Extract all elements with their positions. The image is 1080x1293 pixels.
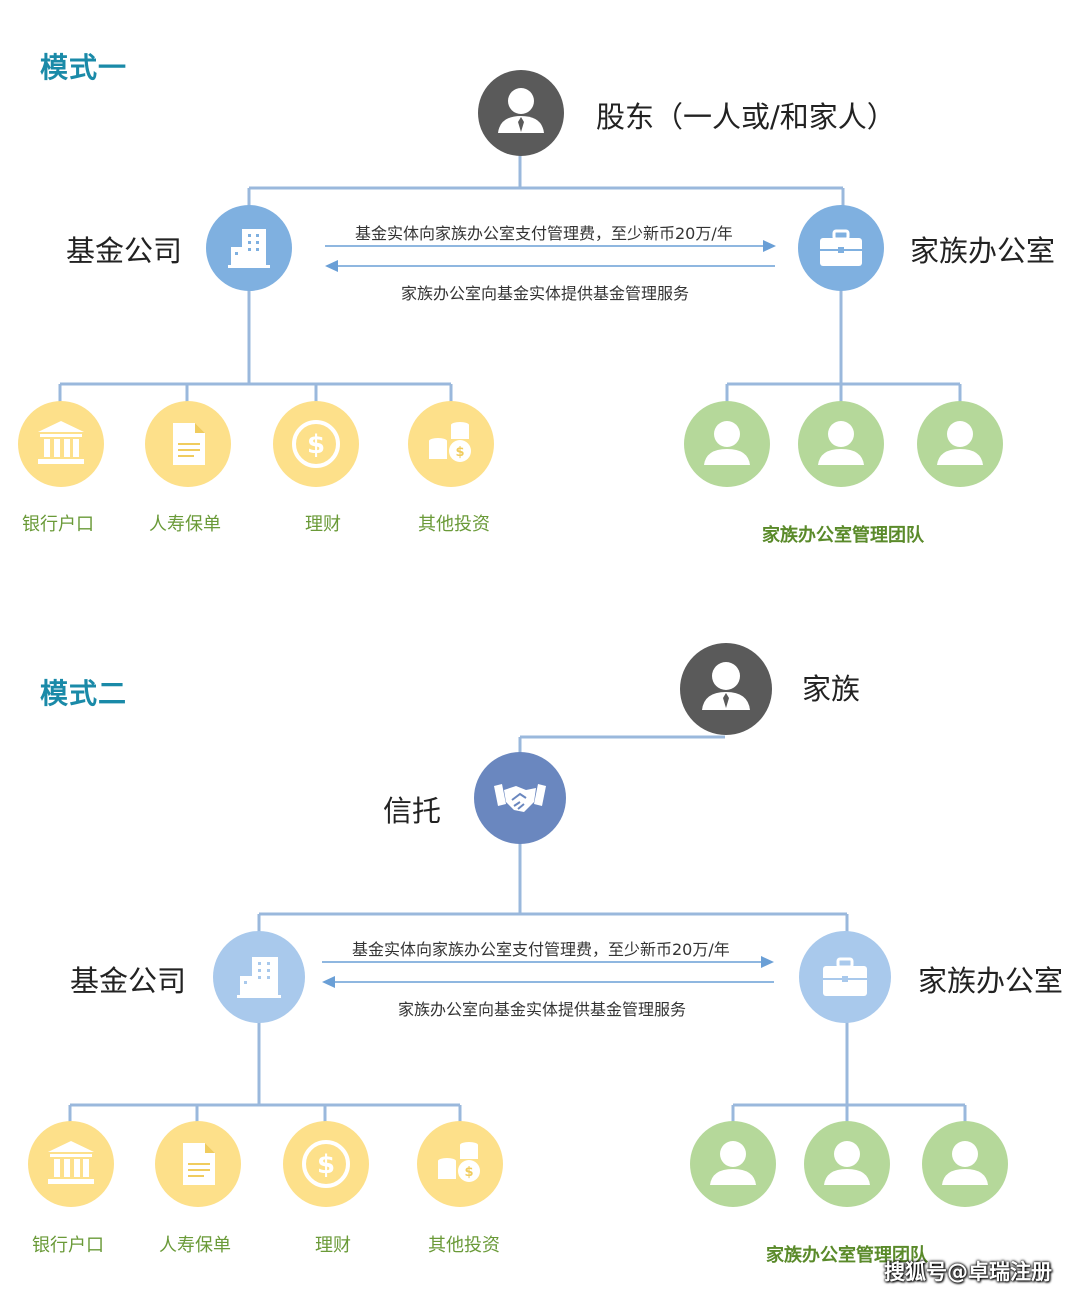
svg-text:$: $ bbox=[307, 430, 325, 460]
person-icon bbox=[680, 643, 772, 735]
family-office-label: 家族办公室 bbox=[910, 234, 1056, 268]
service-text-2: 家族办公室向基金实体提供基金管理服务 bbox=[398, 1000, 687, 1019]
document-icon bbox=[145, 401, 231, 487]
person-icon bbox=[478, 70, 564, 156]
insurance-node-2 bbox=[155, 1121, 241, 1211]
family-office-label-2: 家族办公室 bbox=[918, 964, 1064, 998]
other-investment-node-2: $ bbox=[417, 1121, 503, 1211]
mode1-title: 模式一 bbox=[40, 51, 128, 84]
mode2-title: 模式二 bbox=[40, 677, 128, 710]
asset-label-bank: 银行户口 bbox=[22, 514, 94, 535]
document-icon bbox=[155, 1121, 241, 1207]
building-icon bbox=[206, 205, 292, 291]
team-label: 家族办公室管理团队 bbox=[762, 525, 924, 546]
person-icon bbox=[684, 401, 770, 487]
handshake-icon bbox=[474, 752, 566, 844]
family-office-node bbox=[798, 205, 884, 295]
person-icon bbox=[917, 401, 1003, 487]
family-node bbox=[680, 643, 772, 739]
finance-node: $ bbox=[273, 401, 359, 491]
person-icon bbox=[804, 1121, 890, 1207]
asset-label-finance: 理财 bbox=[305, 514, 341, 535]
family-office-node-2 bbox=[799, 931, 891, 1027]
asset-label-finance-2: 理财 bbox=[315, 1235, 351, 1256]
fund-company-label: 基金公司 bbox=[66, 234, 183, 268]
team-member-1 bbox=[684, 401, 770, 491]
svg-text:$: $ bbox=[464, 1165, 473, 1180]
other-investment-node: $ bbox=[408, 401, 494, 491]
briefcase-icon bbox=[798, 205, 884, 291]
svg-text:$: $ bbox=[455, 445, 464, 460]
asset-label-investment: 其他投资 bbox=[418, 514, 490, 535]
coins-icon: $ bbox=[408, 401, 494, 487]
fund-company-label-2: 基金公司 bbox=[70, 964, 187, 998]
person-icon bbox=[922, 1121, 1008, 1207]
service-text: 家族办公室向基金实体提供基金管理服务 bbox=[401, 284, 690, 303]
fund-company-node-2 bbox=[213, 931, 305, 1027]
team-member-2 bbox=[798, 401, 884, 491]
trust-node bbox=[474, 752, 566, 848]
trust-label: 信托 bbox=[383, 794, 442, 828]
asset-label-investment-2: 其他投资 bbox=[428, 1235, 500, 1256]
bank-icon bbox=[18, 401, 104, 487]
asset-label-insurance-2: 人寿保单 bbox=[159, 1235, 231, 1256]
bank-icon bbox=[28, 1121, 114, 1207]
insurance-node bbox=[145, 401, 231, 491]
team-label-2: 家族办公室管理团队 bbox=[766, 1245, 928, 1266]
building-icon bbox=[213, 931, 305, 1023]
coins-icon: $ bbox=[417, 1121, 503, 1207]
team-member-6 bbox=[922, 1121, 1008, 1211]
team-member-4 bbox=[690, 1121, 776, 1211]
svg-text:$: $ bbox=[317, 1150, 335, 1180]
finance-node-2: $ bbox=[283, 1121, 369, 1211]
asset-label-insurance: 人寿保单 bbox=[149, 514, 221, 535]
shareholder-node bbox=[478, 70, 564, 160]
person-icon bbox=[690, 1121, 776, 1207]
fee-payment-text: 基金实体向家族办公室支付管理费，至少新币20万/年 bbox=[355, 224, 733, 243]
bank-account-node-2 bbox=[28, 1121, 114, 1211]
dollar-coin-icon: $ bbox=[283, 1121, 369, 1207]
dollar-coin-icon: $ bbox=[273, 401, 359, 487]
shareholder-label: 股东（一人或/和家人） bbox=[596, 100, 896, 134]
family-label: 家族 bbox=[802, 672, 861, 706]
team-member-5 bbox=[804, 1121, 890, 1211]
fee-payment-text-2: 基金实体向家族办公室支付管理费，至少新币20万/年 bbox=[352, 940, 730, 959]
team-member-3 bbox=[917, 401, 1003, 491]
asset-label-bank-2: 银行户口 bbox=[32, 1235, 104, 1256]
person-icon bbox=[798, 401, 884, 487]
briefcase-icon bbox=[799, 931, 891, 1023]
bank-account-node bbox=[18, 401, 104, 491]
fund-company-node bbox=[206, 205, 292, 295]
watermark: 搜狐号@卓瑞注册 bbox=[884, 1260, 1052, 1284]
